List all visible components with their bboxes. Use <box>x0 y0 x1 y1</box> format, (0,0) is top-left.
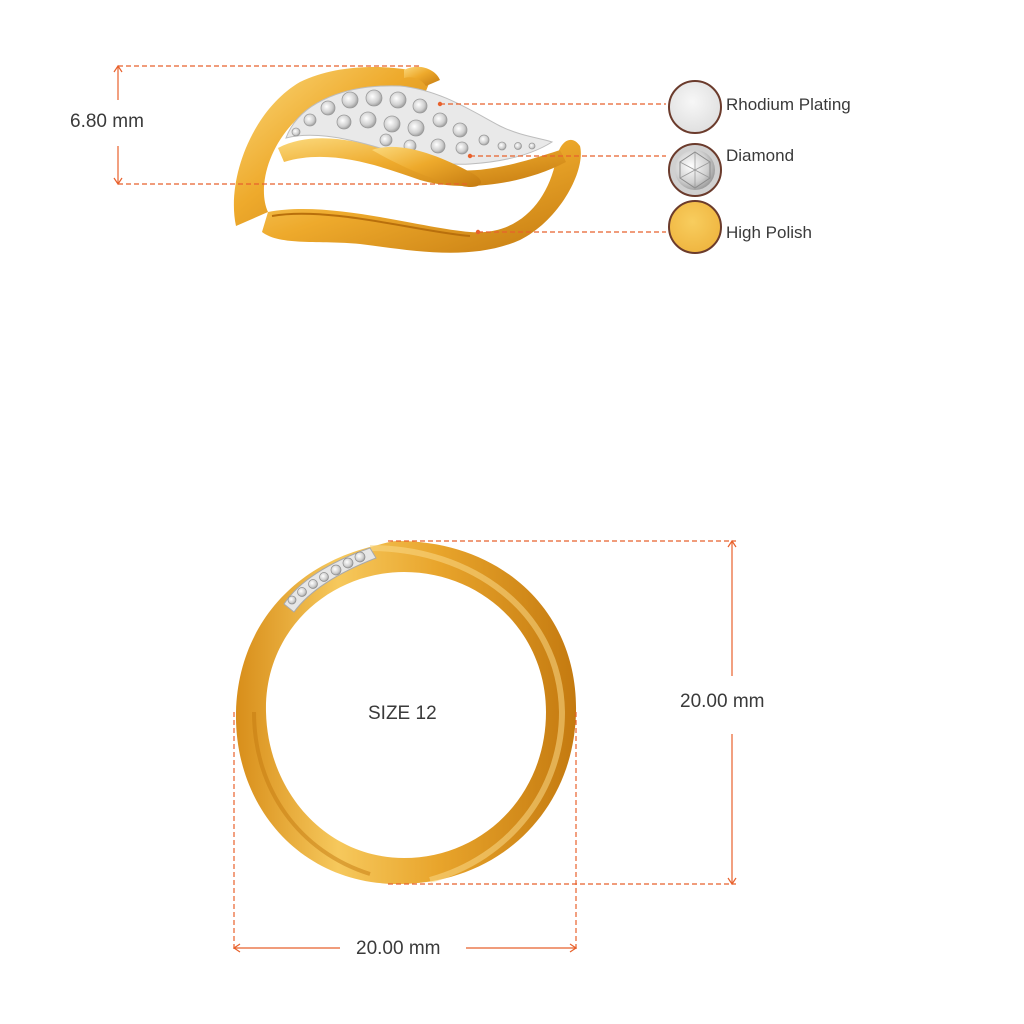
ring-side-view <box>233 66 581 253</box>
legend-diamond-label: Diamond <box>726 146 795 165</box>
legend-high-polish-label: High Polish <box>726 223 812 242</box>
legend <box>668 80 722 254</box>
rhodium-plating-swatch <box>668 80 722 134</box>
high-polish-swatch <box>668 200 722 254</box>
ring-front-view <box>235 541 577 884</box>
legend-rhodium-plating-label: Rhodium Plating <box>726 95 851 114</box>
dimension-lines-front <box>232 539 737 953</box>
dimension-lines-top <box>113 64 666 233</box>
width-dimension-bottom-label: 20.00 mm <box>356 938 441 959</box>
diamond-swatch <box>668 143 722 197</box>
ring-size-label: SIZE 12 <box>368 703 437 724</box>
height-dimension-side-label: 20.00 mm <box>680 691 765 712</box>
height-dimension-top-label: 6.80 mm <box>70 111 144 132</box>
